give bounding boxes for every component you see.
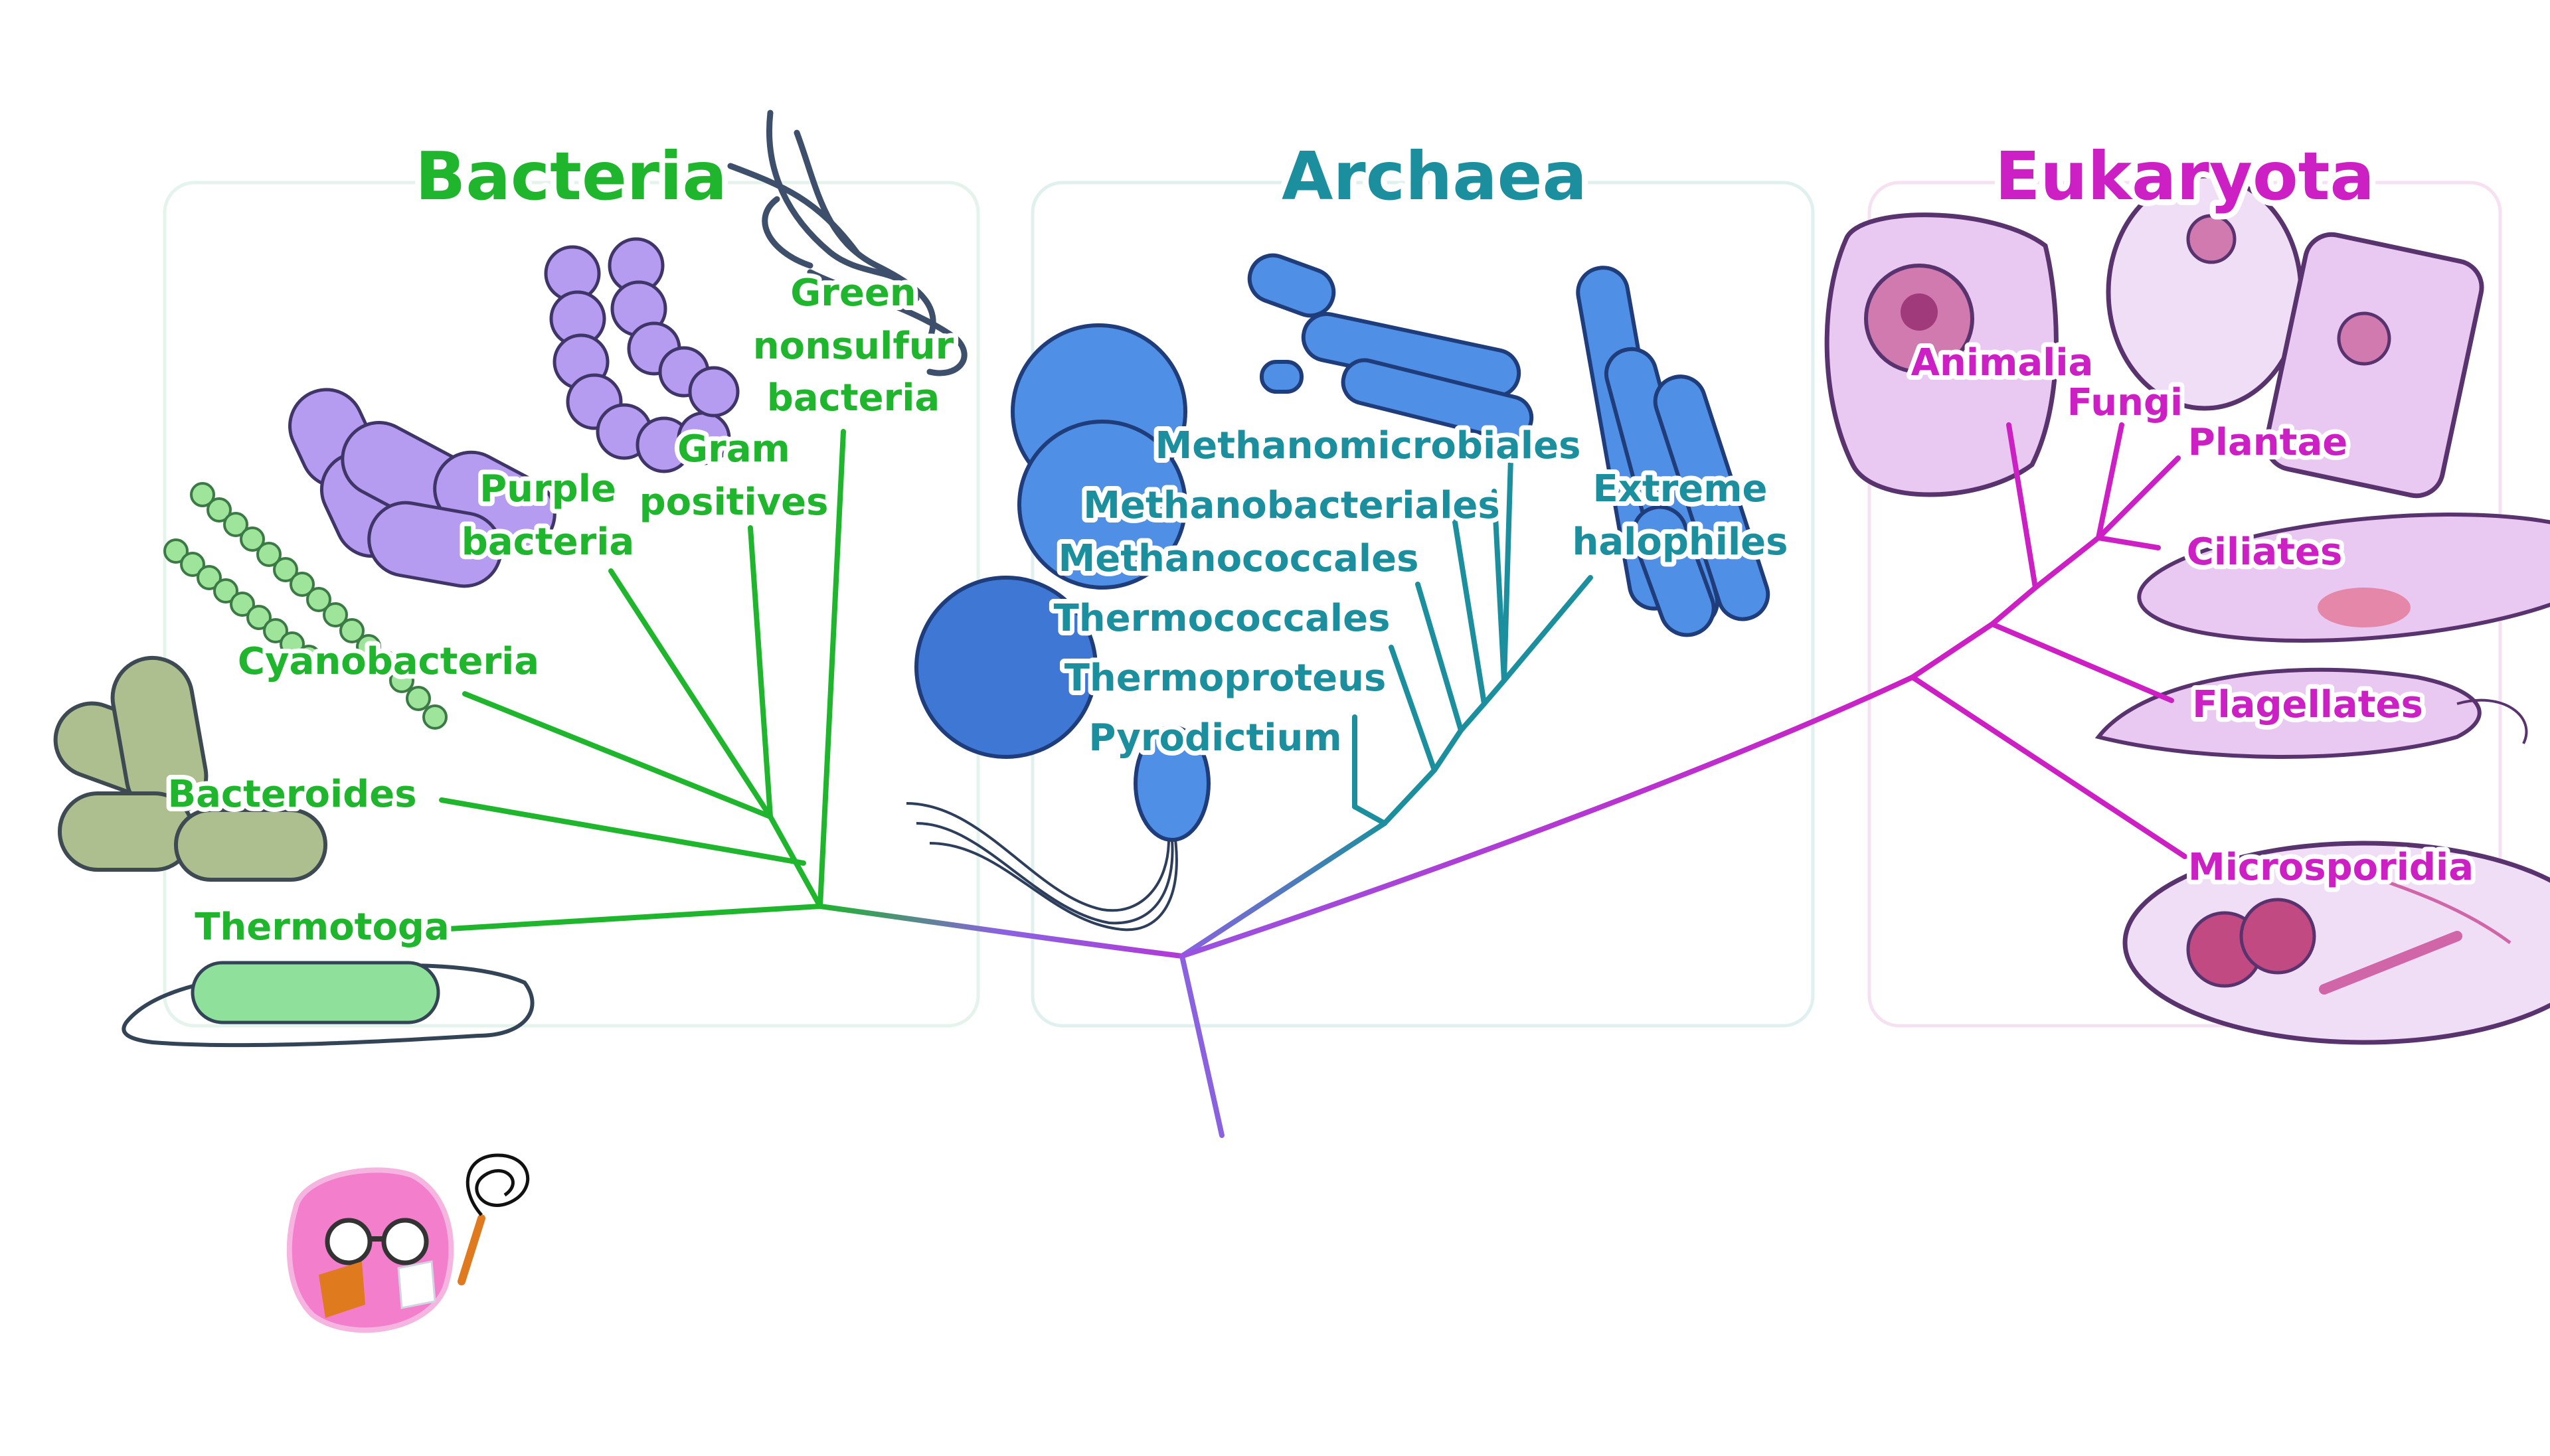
label-purple-bacteria-line-1: Purple [479,467,616,511]
label-green-nonsulfur-line-2: nonsulfur [753,325,954,368]
label-animalia: Animalia [1911,341,2094,384]
label-gram-positives-line-2: positives [639,481,829,524]
gram-positives-illustration [544,237,740,473]
label-purple-bacteria: Purple bacteria [457,463,639,568]
label-pyrodictium: Pyrodictium [1088,716,1341,760]
flagellates-illustration [2094,667,2528,759]
ciliates-illustration [2137,513,2550,643]
label-plantae: Plantae [2188,421,2347,464]
label-purple-bacteria-line-2: bacteria [462,521,634,564]
label-thermococcales: Thermococcales [1054,597,1391,640]
label-bacteroides: Bacteroides [167,773,416,816]
microsporidia-illustration [2122,841,2550,1045]
purple-bacteria-illustration [288,388,556,588]
methanomicrobiales-illustration [1247,253,1534,442]
methanococcales-illustration [1011,323,1187,590]
label-cyanobacteria: Cyanobacteria [238,640,539,683]
label-ciliates: Ciliates [2187,530,2343,574]
label-microsporidia: Microsporidia [2188,846,2474,889]
label-gram-positives: Gram positives [635,423,833,528]
label-methanobacteriales: Methanobacteriales [1083,484,1499,527]
fungi-cell-illustration [2106,173,2304,411]
bacteria-title: Bacteria [415,137,727,215]
label-extreme-halophiles: Extreme halophiles [1568,463,1793,568]
label-fungi: Fungi [2067,381,2183,424]
animalia-cell-illustration [1824,212,2059,497]
label-extreme-halophiles-line-1: Extreme [1592,467,1767,511]
tree-root-branches [817,675,1915,1138]
label-extreme-halophiles-line-2: halophiles [1572,521,1788,564]
plantae-cell-illustration [2264,232,2484,499]
label-methanococcales: Methanococcales [1059,537,1419,580]
archaea-title: Archaea [1282,137,1587,215]
bacteria-branches [436,429,846,932]
label-green-nonsulfur-bacteria: Green nonsulfur bacteria [748,267,959,424]
eukaryota-branches [1910,422,2187,859]
label-green-nonsulfur-line-1: Green [790,272,916,315]
extreme-halophiles-illustration [1576,266,1770,637]
label-thermotoga: Thermotoga [195,906,450,949]
thermotoga-illustration [122,961,535,1048]
archaea-branches [1352,455,1593,826]
scientist-mascot-illustration [286,1153,530,1333]
bacteroides-illustration [53,655,327,882]
green-nonsulfur-bacteria-illustration [727,110,968,376]
label-gram-positives-line-1: Gram [677,428,790,471]
eukaryota-title: Eukaryota [1995,137,2375,215]
cyanobacteria-illustration [163,482,448,730]
label-flagellates: Flagellates [2192,683,2423,726]
pyrodictium-illustration [906,576,1211,931]
label-thermoproteus: Thermoproteus [1064,657,1387,700]
label-methanomicrobiales: Methanomicrobiales [1155,424,1581,467]
label-green-nonsulfur-line-3: bacteria [767,376,940,420]
